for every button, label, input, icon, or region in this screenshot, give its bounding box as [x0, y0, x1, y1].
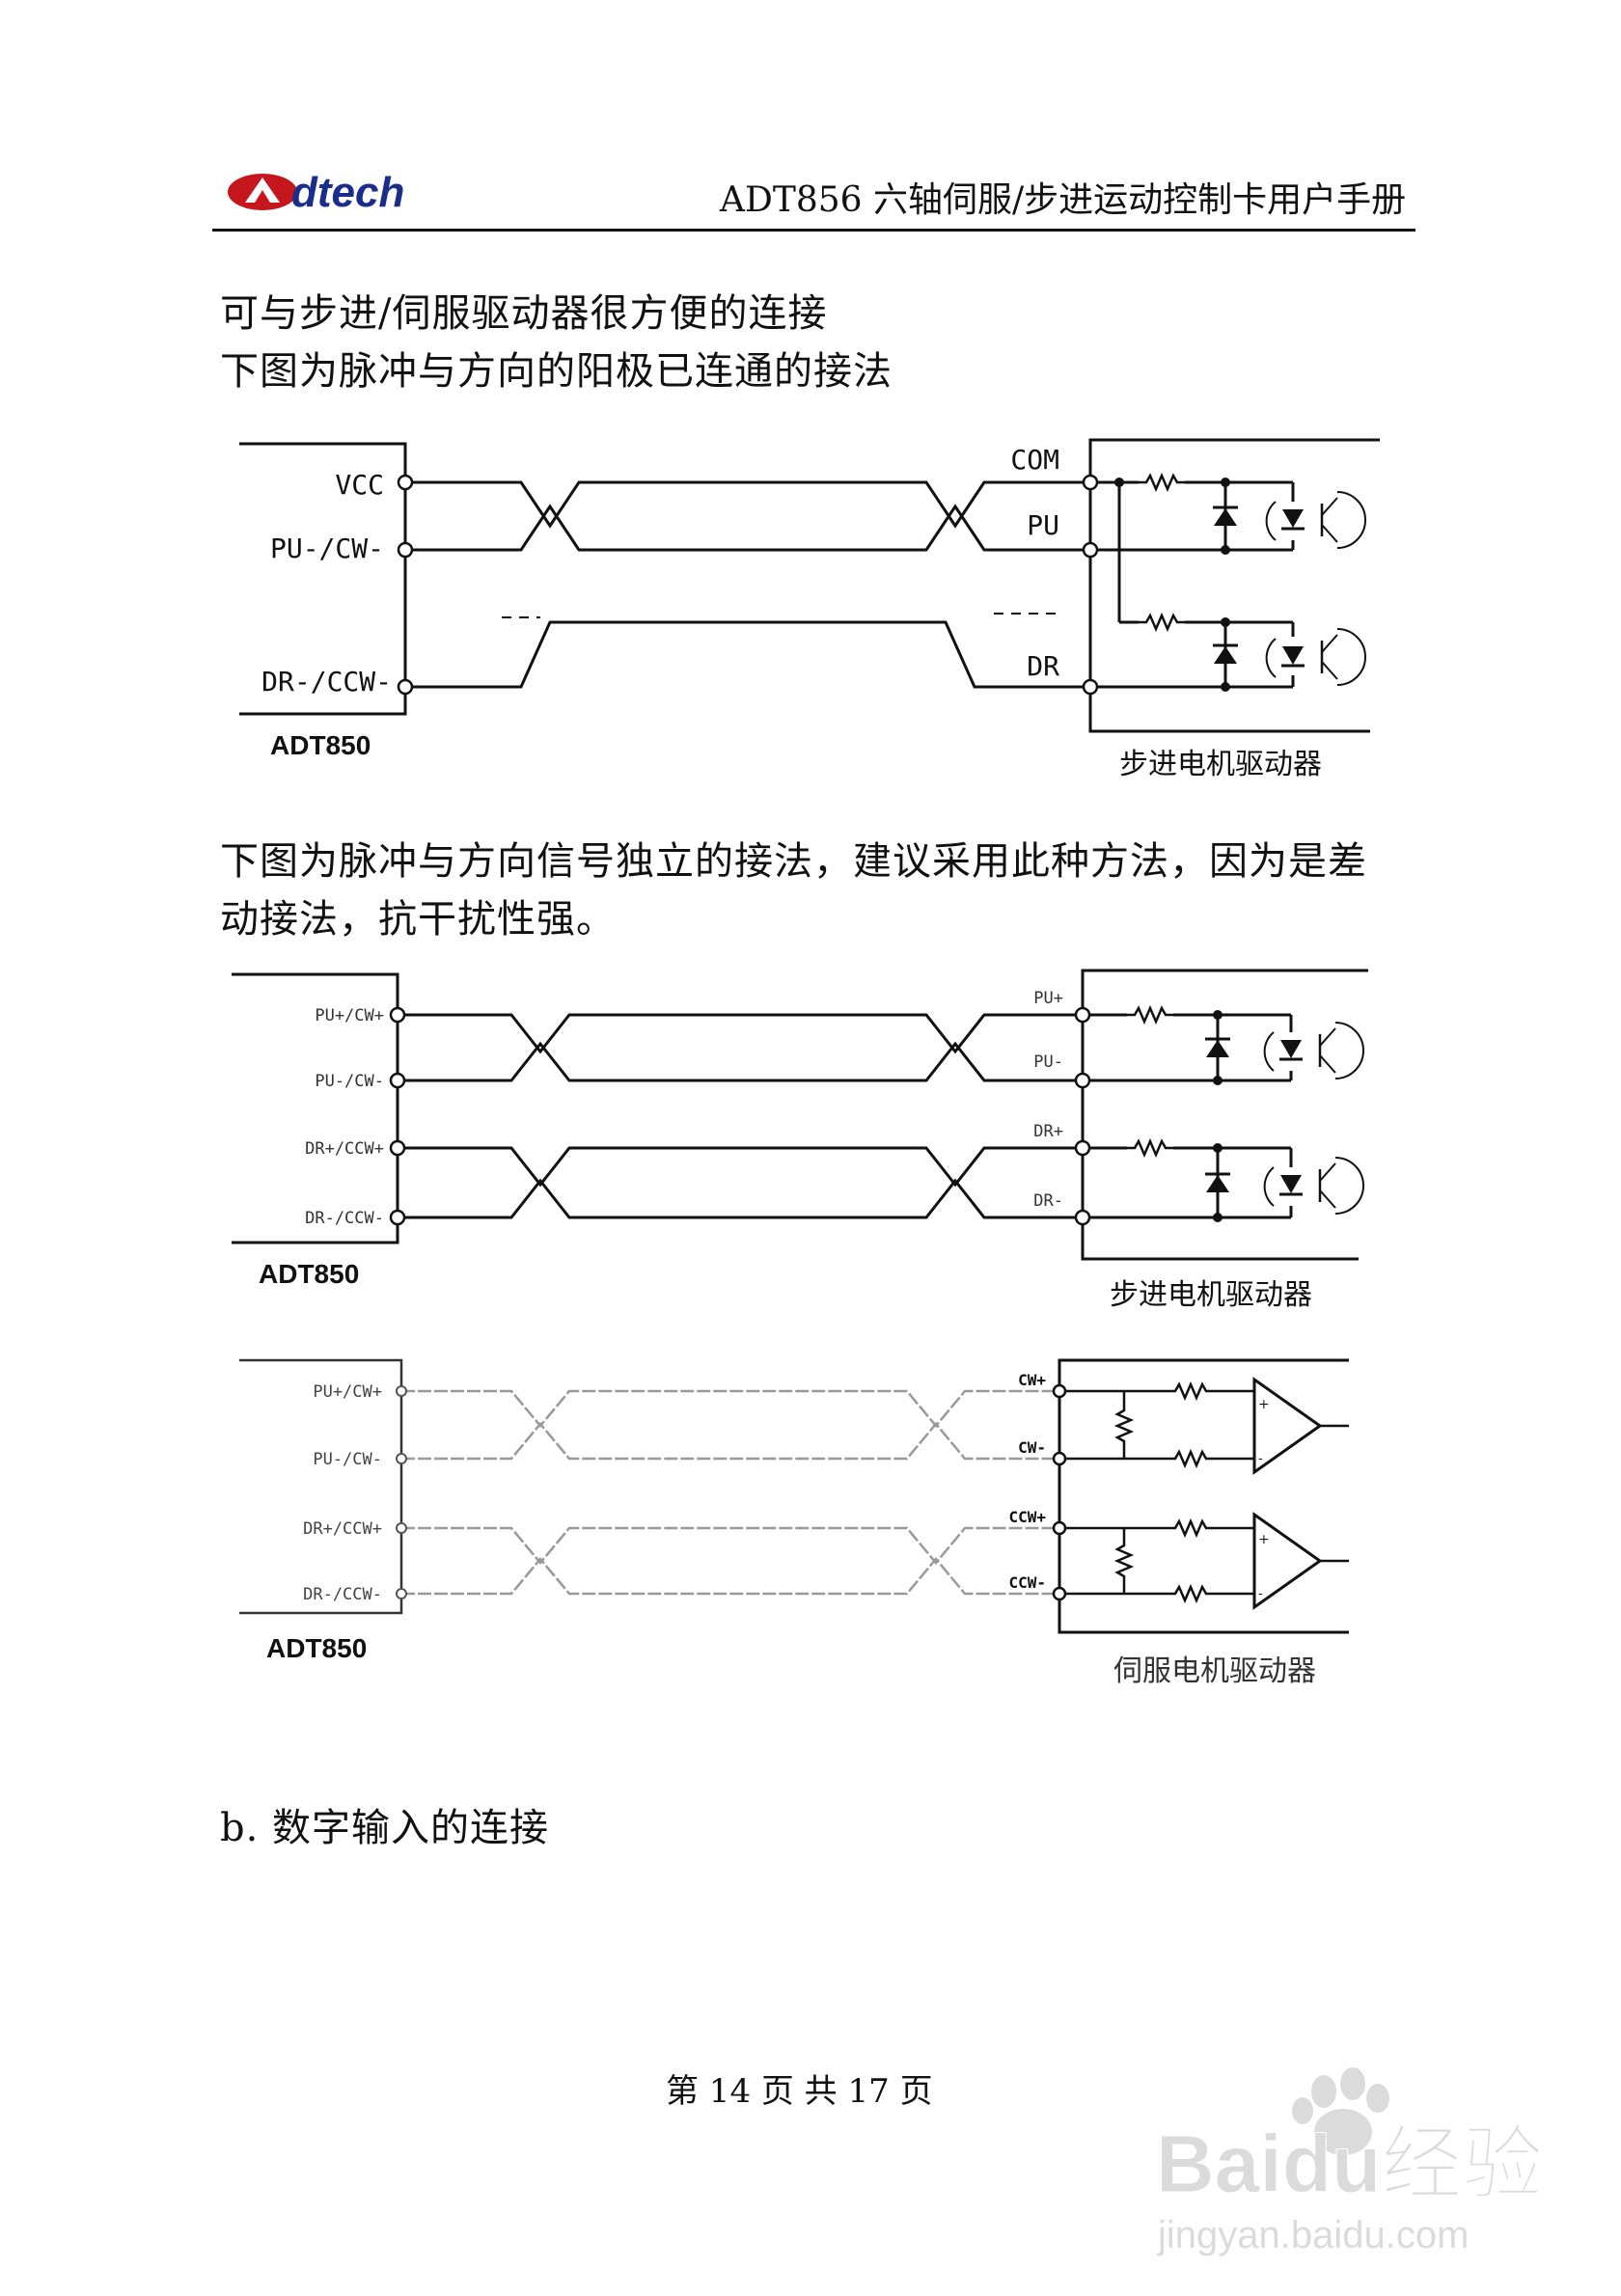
paragraph-diagram2-caption-line2: 动接法，抗干扰性强。 — [220, 897, 616, 942]
d3-driver-label: 伺服电机驱动器 — [1113, 1654, 1316, 1688]
d2-card-label: ADT850 — [259, 1259, 359, 1289]
d3-left-pin-4: DR-/CCW- — [303, 1585, 382, 1604]
d3-left-pin-2: PU-/CW- — [313, 1450, 382, 1469]
d2-right-pin-1: PU+ — [1033, 989, 1063, 1008]
d1-right-pin-com: COM — [1010, 444, 1059, 476]
diagram-2-components — [389, 1006, 1365, 1226]
d1-driver-label: 步进电机驱动器 — [1119, 748, 1322, 781]
paragraph-diagram1-caption: 下图为脉冲与方向的阳极已连通的接法 — [220, 349, 893, 394]
d3-right-pin-3: CCW+ — [1008, 1508, 1046, 1526]
diagram-3-components: + - + - — [396, 1382, 1270, 1602]
diagram-1 — [239, 438, 1380, 733]
paw-icon — [1292, 2067, 1389, 2155]
page-footer: 第 14 页 共 17 页 — [666, 2072, 933, 2111]
d2-left-pin-2: PU-/CW- — [315, 1072, 384, 1091]
d1-right-pin-pu: PU — [1027, 509, 1059, 541]
d2-left-pin-3: DR+/CCW+ — [305, 1139, 384, 1159]
d1-card-label: ADT850 — [270, 730, 371, 760]
d2-left-pin-4: DR-/CCW- — [305, 1209, 384, 1228]
logo-text: dtech — [291, 170, 404, 214]
d3-right-pin-1: CW+ — [1018, 1371, 1046, 1389]
d2-right-pin-4: DR- — [1033, 1191, 1063, 1211]
header-divider — [212, 229, 1415, 232]
d3-card-label: ADT850 — [266, 1633, 367, 1663]
d2-left-pin-1: PU+/CW+ — [315, 1006, 384, 1025]
baidu-watermark: Baidu经验 jingyan.baidu.com — [1156, 2067, 1544, 2256]
d1-right-pin-dr: DR — [1027, 650, 1059, 682]
d1-left-pin-pu: PU-/CW- — [270, 533, 384, 564]
diagram-2 — [232, 969, 1368, 1261]
d3-right-pin-2: CW- — [1018, 1438, 1046, 1457]
d1-left-pin-vcc: VCC — [335, 469, 384, 501]
d1-left-pin-dr: DR-/CCW- — [261, 666, 392, 697]
section-b-heading: b. 数字输入的连接 — [220, 1806, 550, 1850]
d3-right-pin-4: CCW- — [1008, 1573, 1046, 1592]
watermark-brand: Baidu经验 — [1156, 2118, 1543, 2209]
diagram-3 — [239, 1358, 1349, 1634]
d2-right-pin-2: PU- — [1033, 1052, 1063, 1072]
svg-text:-: - — [1258, 1586, 1263, 1601]
paragraph-intro: 可与步进/伺服驱动器很方便的连接 — [220, 291, 828, 336]
svg-text:-: - — [1258, 1451, 1263, 1466]
watermark-url: jingyan.baidu.com — [1157, 2214, 1469, 2256]
diagram-1-components — [397, 474, 1367, 696]
header-title: ADT856 六轴伺服/步进运动控制卡用户手册 — [720, 180, 1407, 220]
d2-right-pin-3: DR+ — [1033, 1122, 1063, 1141]
paragraph-diagram2-caption-line1: 下图为脉冲与方向信号独立的接法，建议采用此种方法，因为是差 — [220, 839, 1367, 884]
svg-text:+: + — [1258, 1397, 1270, 1412]
company-logo: dtech — [224, 169, 504, 216]
svg-text:+: + — [1258, 1532, 1270, 1547]
d2-driver-label: 步进电机驱动器 — [1110, 1278, 1312, 1312]
d3-left-pin-3: DR+/CCW+ — [303, 1519, 382, 1539]
d3-left-pin-1: PU+/CW+ — [313, 1382, 382, 1402]
